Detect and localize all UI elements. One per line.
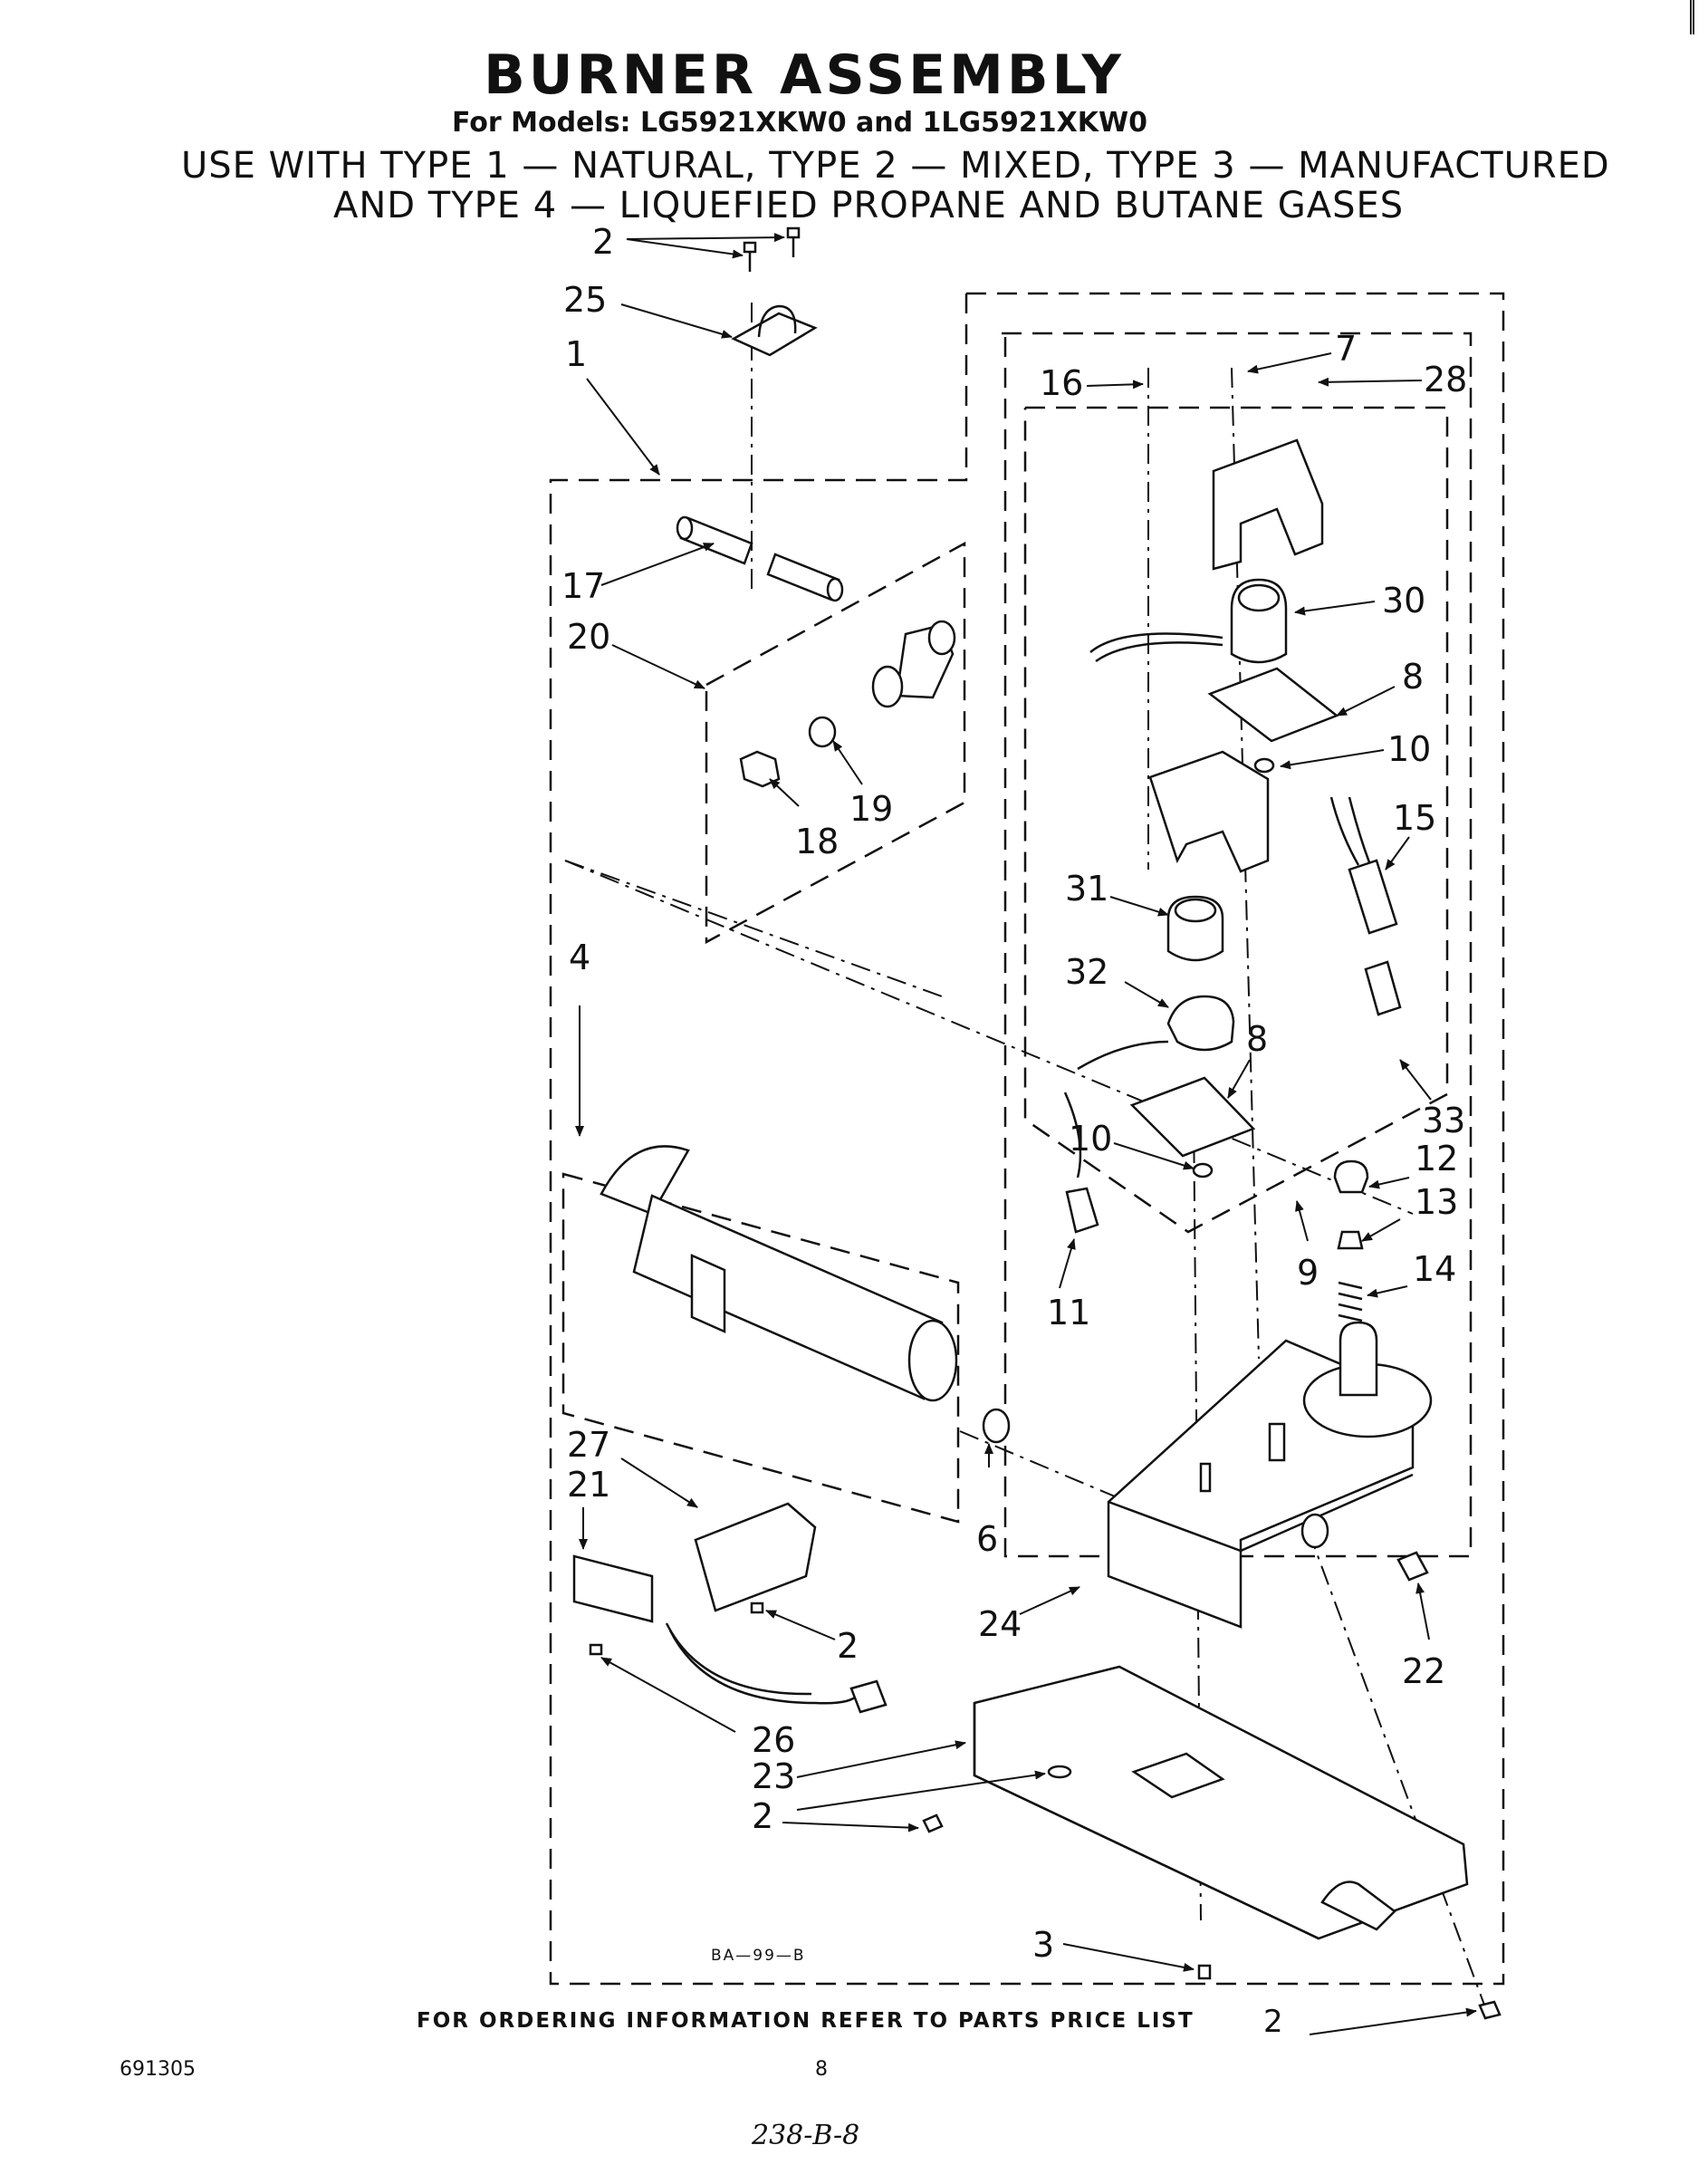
connector-line bbox=[564, 860, 1414, 1215]
part-label: 21 bbox=[567, 1465, 610, 1505]
connector-line bbox=[959, 1430, 1133, 1505]
part-label: 11 bbox=[1047, 1293, 1090, 1332]
part-label: 28 bbox=[1424, 360, 1467, 399]
clamp-part bbox=[731, 226, 818, 357]
part-label: 33 bbox=[1422, 1101, 1465, 1140]
part-label: 17 bbox=[561, 566, 605, 606]
part-label: 15 bbox=[1393, 798, 1436, 838]
margin-bar bbox=[1690, 0, 1694, 34]
part-label: 26 bbox=[752, 1720, 795, 1760]
part-label: 6 bbox=[976, 1519, 998, 1559]
burner-tube-frame bbox=[561, 1172, 960, 1524]
part-label: 27 bbox=[567, 1425, 610, 1465]
part-label: 7 bbox=[1335, 329, 1357, 369]
ordering-note-part-label: 2 bbox=[1263, 2004, 1283, 2040]
gas-valve bbox=[1107, 1159, 1433, 1629]
part-label: 12 bbox=[1415, 1139, 1458, 1178]
part-label: 9 bbox=[1297, 1253, 1319, 1293]
document-number: 691305 bbox=[120, 2058, 196, 2081]
part-label: 18 bbox=[795, 822, 839, 861]
part-label: 24 bbox=[978, 1604, 1022, 1644]
part-label: 22 bbox=[1402, 1651, 1445, 1691]
part-label: 2 bbox=[837, 1626, 859, 1666]
part-label: 19 bbox=[849, 789, 893, 829]
assembly-outline bbox=[549, 292, 1505, 1986]
part-label: 8 bbox=[1402, 657, 1424, 697]
coil-parts bbox=[1063, 438, 1402, 1234]
connector-line bbox=[564, 860, 943, 997]
part-label: 30 bbox=[1382, 581, 1425, 620]
mounting-bracket bbox=[922, 1665, 1502, 2020]
part-label: 2 bbox=[752, 1796, 773, 1836]
page-title: BURNER ASSEMBLY bbox=[484, 43, 1125, 107]
part-label: 31 bbox=[1065, 869, 1108, 909]
part-label: 8 bbox=[1246, 1019, 1268, 1059]
regulator-parts bbox=[739, 620, 956, 788]
page-number: 8 bbox=[815, 2058, 828, 2081]
part-label: 13 bbox=[1415, 1182, 1458, 1222]
part-labels: 2 25 1 17 20 18 19 4 27 21 2 26 23 2 3 6… bbox=[561, 222, 1467, 1965]
models-subtitle: For Models: LG5921XKW0 and 1LG5921XKW0 bbox=[452, 107, 1147, 139]
part-label: 32 bbox=[1065, 952, 1108, 992]
part-label: 10 bbox=[1387, 729, 1431, 769]
part-label: 3 bbox=[1032, 1925, 1054, 1965]
part-label: 25 bbox=[563, 280, 607, 320]
gas-type-line-1: USE WITH TYPE 1 — NATURAL, TYPE 2 — MIXE… bbox=[181, 145, 1610, 187]
part-label: 4 bbox=[569, 938, 590, 977]
drawing-code: BA—99—B bbox=[711, 1947, 806, 1965]
connector-line bbox=[1294, 1494, 1486, 2008]
orifice-tubes bbox=[676, 515, 844, 602]
burner-tube bbox=[600, 1145, 1011, 1444]
part-label: 16 bbox=[1040, 363, 1083, 403]
part-label: 20 bbox=[567, 617, 610, 657]
gas-type-line-2: AND TYPE 4 — LIQUEFIED PROPANE AND BUTAN… bbox=[333, 185, 1405, 226]
part-label: 23 bbox=[752, 1756, 795, 1796]
coil-group-frame bbox=[1023, 406, 1449, 1234]
part-label: 10 bbox=[1069, 1119, 1112, 1159]
part-label: 14 bbox=[1413, 1249, 1456, 1289]
part-label: 2 bbox=[592, 222, 614, 262]
igniter-parts bbox=[572, 1502, 888, 1714]
valve-assembly-frame bbox=[1002, 332, 1473, 1558]
callout-arrows bbox=[575, 233, 1477, 2035]
handwritten-note: 238-B-8 bbox=[752, 2120, 860, 2151]
ordering-note: FOR ORDERING INFORMATION REFER TO PARTS … bbox=[417, 2009, 1195, 2033]
part-label: 1 bbox=[565, 334, 587, 374]
regulator-frame bbox=[705, 541, 966, 945]
